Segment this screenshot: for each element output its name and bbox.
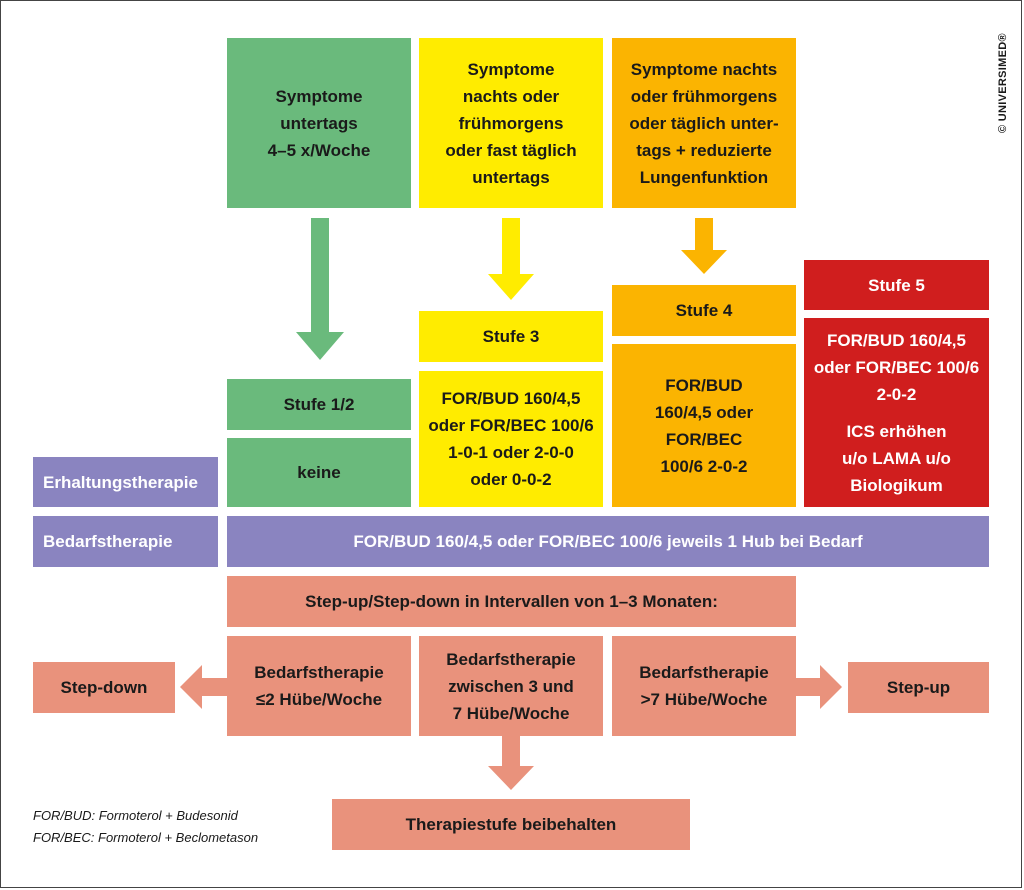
- stufe-4-title: Stufe 4: [612, 285, 796, 336]
- bedarfstherapie-bar: FOR/BUD 160/4,5 oder FOR/BEC 100/6 jewei…: [227, 516, 989, 567]
- symptoms-green-box: Symptome untertags 4–5 x/Woche: [227, 38, 411, 208]
- symptoms-orange-box: Symptome nachts oder frühmorgens oder tä…: [612, 38, 796, 208]
- step-high-box: Bedarfstherapie >7 Hübe/Woche: [612, 636, 796, 736]
- stufe-1-2-title: Stufe 1/2: [227, 379, 411, 430]
- stufe-4-therapy: FOR/BUD 160/4,5 oder FOR/BEC 100/6 2-0-2: [612, 344, 796, 507]
- symptoms-yellow-box: Symptome nachts oder frühmorgens oder fa…: [419, 38, 603, 208]
- step-up-box: Step-up: [848, 662, 989, 713]
- stufe-5-extra: ICS erhöhen u/o LAMA u/o Biologikum: [842, 421, 951, 495]
- keep-down-arrow: [488, 736, 534, 790]
- step-down-box: Step-down: [33, 662, 175, 713]
- stufe-3-therapy: FOR/BUD 160/4,5 oder FOR/BEC 100/6 1-0-1…: [419, 371, 603, 507]
- keep-therapy-box: Therapiestufe beibehalten: [332, 799, 690, 850]
- footnote-for-bud: FOR/BUD: Formoterol + Budesonid: [33, 808, 238, 823]
- bedarfstherapie-label: Bedarfstherapie: [33, 516, 218, 567]
- step-header: Step-up/Step-down in Intervallen von 1–3…: [227, 576, 796, 627]
- stufe-5-therapy-box: FOR/BUD 160/4,5 oder FOR/BEC 100/6 2-0-2…: [804, 318, 989, 507]
- stufe-5-therapy: FOR/BUD 160/4,5 oder FOR/BEC 100/6 2-0-2: [813, 330, 980, 404]
- erhaltungstherapie-label: Erhaltungstherapie: [33, 457, 218, 507]
- step-down-arrow: [180, 665, 227, 709]
- orange-down-arrow: [681, 218, 727, 274]
- copyright-notice: © UNIVERSIMED®: [997, 33, 1009, 133]
- step-low-box: Bedarfstherapie ≤2 Hübe/Woche: [227, 636, 411, 736]
- green-down-arrow: [296, 218, 344, 360]
- stufe-1-2-therapy: keine: [227, 438, 411, 507]
- footnote-for-bec: FOR/BEC: Formoterol + Beclometason: [33, 830, 259, 845]
- yellow-down-arrow: [488, 218, 534, 300]
- stufe-5-title: Stufe 5: [804, 260, 989, 310]
- step-mid-box: Bedarfstherapie zwischen 3 und 7 Hübe/Wo…: [419, 636, 603, 736]
- stufe-3-title: Stufe 3: [419, 311, 603, 362]
- step-up-arrow: [796, 665, 842, 709]
